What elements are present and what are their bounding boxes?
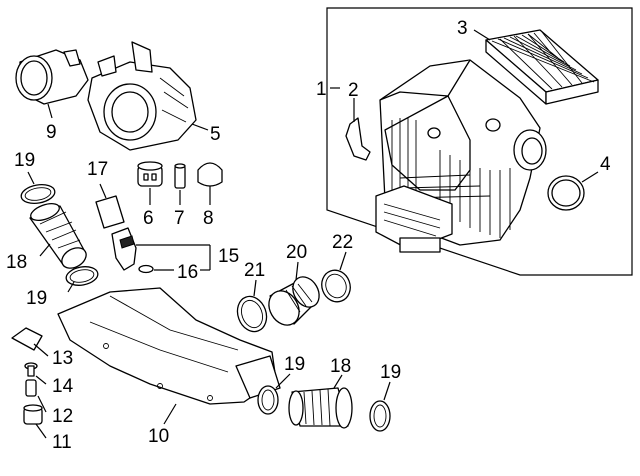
callout-7: 7 — [174, 208, 185, 229]
callout-4: 4 — [600, 154, 611, 175]
sensor-part-15 — [111, 227, 154, 274]
seal-ring-part-4 — [547, 175, 585, 211]
callout-15: 15 — [218, 246, 239, 267]
callout-16: 16 — [177, 262, 198, 283]
callout-12: 12 — [52, 406, 73, 427]
callout-18-left: 18 — [6, 252, 27, 273]
air-cleaner-housing — [375, 59, 547, 253]
filter-part-17 — [95, 195, 125, 229]
callout-17: 17 — [87, 159, 108, 180]
callout-1: 1 — [316, 79, 327, 100]
clamp-part-19-lower-left — [65, 266, 99, 286]
callout-6: 6 — [143, 208, 154, 229]
bellows-part-20 — [268, 276, 320, 326]
sleeve-part-12 — [25, 379, 37, 397]
callout-11: 11 — [52, 432, 72, 453]
intake-duct-part-18-right — [288, 387, 353, 429]
leader-lines — [27, 29, 599, 439]
callout-2: 2 — [348, 80, 359, 101]
grommet-part-11 — [23, 404, 43, 425]
callout-14: 14 — [52, 376, 74, 397]
callout-3: 3 — [457, 18, 468, 39]
resonator-part-5 — [87, 41, 197, 151]
callout-19-right: 19 — [380, 362, 401, 383]
callout-8: 8 — [203, 208, 214, 229]
callout-labels: 1 2 3 4 5 6 7 8 9 10 11 12 13 14 15 16 1… — [6, 18, 611, 453]
callout-19-center: 19 — [284, 354, 305, 375]
clamp-part-19-right — [369, 400, 391, 432]
cap-part-8 — [197, 162, 223, 187]
screw-part-14 — [24, 362, 38, 377]
assembly-inset-frame — [326, 7, 633, 276]
callout-13: 13 — [52, 348, 73, 369]
grommet-part-6 — [137, 161, 163, 187]
maf-sensor-housing — [15, 49, 89, 105]
callout-21: 21 — [244, 260, 265, 281]
callout-20: 20 — [286, 242, 307, 263]
clamp-part-19-upper-left — [20, 184, 56, 204]
air-filter-element — [485, 29, 599, 105]
callout-19-lower-left: 19 — [26, 288, 47, 309]
callout-5: 5 — [210, 124, 221, 145]
sleeve-part-7 — [174, 163, 186, 189]
clip-part-2 — [345, 117, 371, 161]
clamp-part-19-center — [257, 385, 279, 415]
callout-19-upper-left: 19 — [14, 150, 35, 171]
callout-18-right: 18 — [330, 356, 351, 377]
callout-22: 22 — [332, 232, 353, 253]
clamp-part-21 — [236, 295, 268, 333]
callout-9: 9 — [46, 122, 57, 143]
clamp-part-22 — [321, 269, 351, 303]
intake-duct-part-18-left — [29, 203, 87, 269]
callout-10: 10 — [148, 426, 169, 447]
